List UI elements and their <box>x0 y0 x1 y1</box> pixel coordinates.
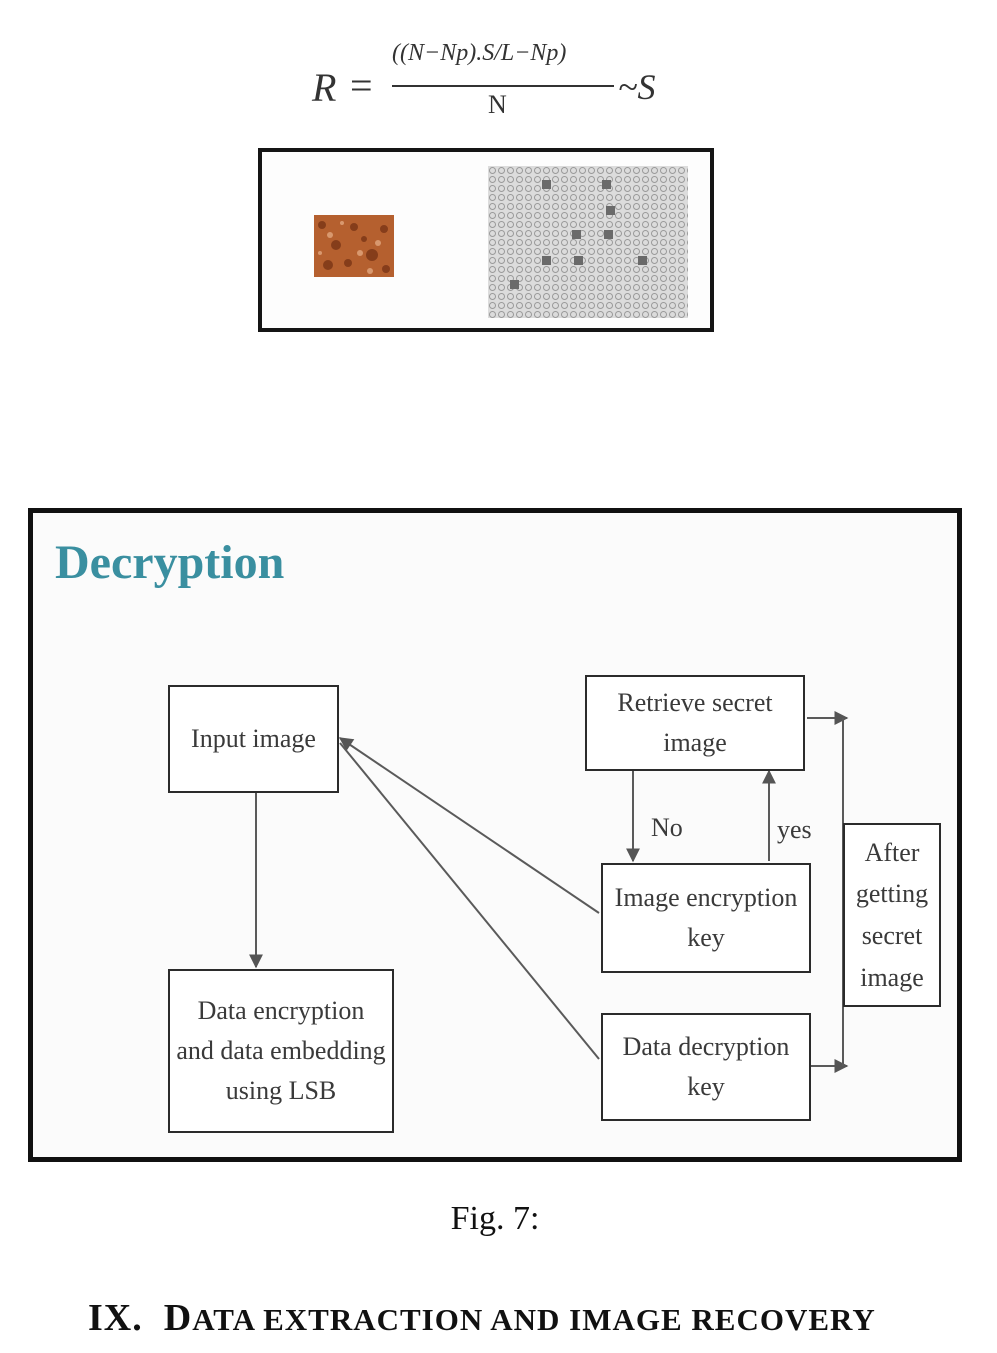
formula-denominator: N <box>488 90 507 119</box>
pixel-grid-image <box>488 166 688 318</box>
box-image-encryption-key-label: Image encryption key <box>614 882 798 952</box>
section-number: IX. <box>88 1297 143 1339</box>
formula-lhs: R <box>312 65 337 110</box>
box-data-decryption-key: Data decryption key <box>601 1013 811 1121</box>
decryption-diagram: Decryption Input image Data encryption a… <box>28 508 962 1162</box>
label-no: No <box>651 813 683 842</box>
formula-fraction-bar <box>392 85 614 87</box>
secret-image-thumbnail <box>314 215 394 277</box>
section-title-initial: D <box>163 1297 193 1339</box>
box-after-getting-secret-image: After getting secret image <box>843 823 941 1007</box>
box-image-encryption-key: Image encryption key <box>601 863 811 973</box>
box-retrieve-secret-image: Retrieve secret image <box>585 675 805 771</box>
box-retrieve-secret-image-label: Retrieve secret image <box>617 687 773 757</box>
diagram-title: Decryption <box>55 536 285 589</box>
formula-equals: = <box>350 63 373 108</box>
box-after-getting-label: After getting secret image <box>855 837 929 992</box>
arrow-input-to-data-key <box>339 742 600 1060</box>
label-yes: yes <box>777 815 812 844</box>
arrow-image-key-to-input <box>338 737 600 914</box>
box-input-image: Input image <box>168 685 339 793</box>
formula-approx: ~S <box>618 67 656 107</box>
section-title-rest: ATA EXTRACTION AND IMAGE RECOVERY <box>192 1302 876 1337</box>
formula: R = ((N−Np).S/L−Np) N ~S <box>300 38 700 133</box>
box-data-encryption-label: Data encryption and data embedding using… <box>176 995 386 1106</box>
box-input-image-label: Input image <box>191 723 316 753</box>
formula-numerator: ((N−Np).S/L−Np) <box>392 40 567 66</box>
image-panel <box>258 148 714 332</box>
box-data-decryption-key-label: Data decryption key <box>622 1031 790 1101</box>
section-heading: IX. DATA EXTRACTION AND IMAGE RECOVERY <box>88 1296 876 1340</box>
figure-caption: Fig. 7: <box>450 1200 540 1237</box>
box-data-encryption: Data encryption and data embedding using… <box>168 969 394 1133</box>
